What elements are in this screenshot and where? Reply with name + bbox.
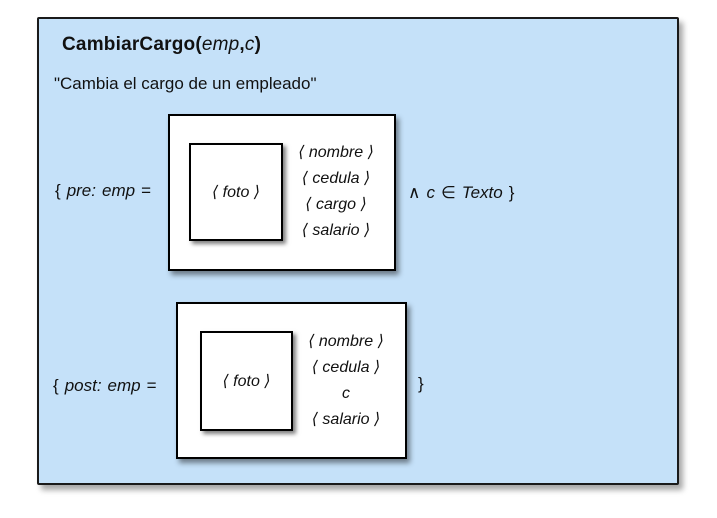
function-signature: CambiarCargo(emp,c) — [62, 34, 261, 56]
element-of-symbol: ∈ — [440, 183, 456, 202]
pre-field-salario: ⟨ salario ⟩ — [301, 222, 371, 239]
spec-panel: CambiarCargo(emp,c) "Cambia el cargo de … — [37, 17, 679, 485]
pre-record-fields: ⟨ nombre ⟩ ⟨ cedula ⟩ ⟨ cargo ⟩ ⟨ salari… — [280, 140, 392, 244]
post-record-box: ⟨ foto ⟩ ⟨ nombre ⟩ ⟨ cedula ⟩ c ⟨ salar… — [176, 302, 407, 459]
post-condition-suffix: } — [418, 374, 424, 394]
post-equals: = — [146, 376, 157, 395]
pre-foto-field: ⟨ foto ⟩ — [211, 184, 261, 201]
pre-close-brace: } — [508, 183, 515, 202]
post-open-brace: { — [53, 376, 59, 395]
pre-foto-box: ⟨ foto ⟩ — [189, 143, 283, 241]
pre-record-box: ⟨ foto ⟩ ⟨ nombre ⟩ ⟨ cedula ⟩ ⟨ cargo ⟩… — [168, 114, 396, 271]
post-field-salario: ⟨ salario ⟩ — [311, 411, 381, 428]
post-close-brace: } — [418, 374, 424, 393]
close-paren: ) — [254, 34, 262, 55]
post-field-cedula: ⟨ cedula ⟩ — [311, 359, 381, 376]
post-condition-label: { post: emp = — [53, 376, 157, 396]
post-keyword: post: — [64, 376, 102, 395]
post-foto-field: ⟨ foto ⟩ — [222, 373, 271, 390]
condition-var: c — [426, 183, 435, 202]
param-emp: emp — [201, 34, 240, 55]
pre-equals: = — [141, 181, 151, 200]
pre-keyword: pre: — [66, 181, 96, 200]
param-c: c — [244, 34, 255, 55]
post-record-fields: ⟨ nombre ⟩ ⟨ cedula ⟩ c ⟨ salario ⟩ — [290, 329, 402, 433]
function-description: "Cambia el cargo de un empleado" — [54, 74, 317, 93]
and-symbol: ∧ — [408, 183, 421, 202]
pre-variable: emp — [101, 181, 136, 200]
param-separator: , — [239, 34, 245, 55]
pre-condition-suffix: ∧ c ∈ Texto } — [408, 183, 514, 203]
pre-field-nombre: ⟨ nombre ⟩ — [298, 144, 374, 161]
pre-field-cedula: ⟨ cedula ⟩ — [301, 170, 371, 187]
pre-condition-label: { pre: emp = — [55, 181, 151, 201]
post-field-c: c — [342, 385, 350, 402]
post-foto-box: ⟨ foto ⟩ — [200, 331, 293, 431]
post-field-nombre: ⟨ nombre ⟩ — [308, 333, 384, 350]
pre-open-brace: { — [55, 181, 61, 200]
function-name: CambiarCargo( — [62, 34, 202, 55]
pre-field-cargo: ⟨ cargo ⟩ — [305, 196, 367, 213]
post-variable: emp — [107, 376, 141, 395]
condition-type: Texto — [461, 183, 503, 202]
